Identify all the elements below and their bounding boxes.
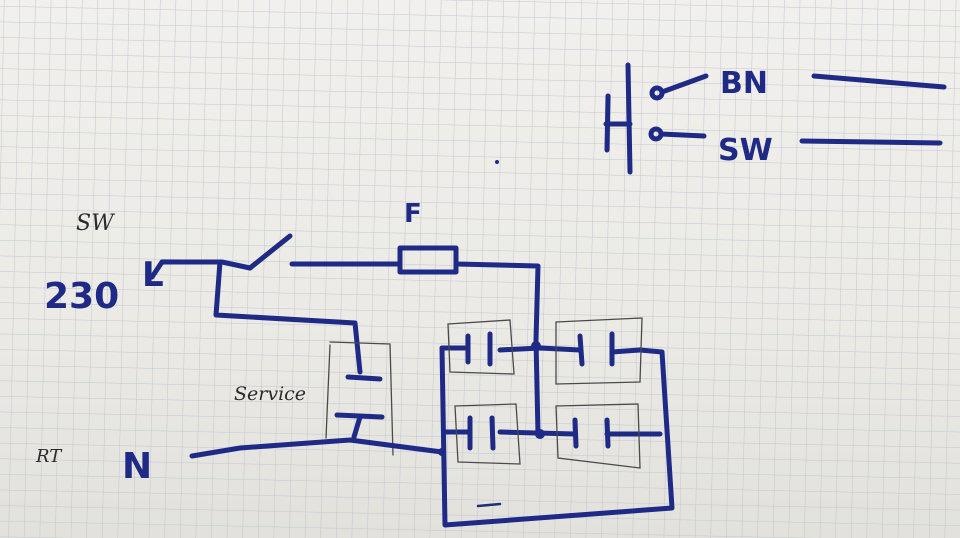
voltage-label: 230 (44, 276, 119, 317)
neutral-label: N (122, 446, 152, 487)
service-label: Service (234, 383, 306, 405)
stray-dot (495, 160, 499, 164)
sw-label: SW (76, 211, 116, 236)
neutral-conductor (189, 437, 445, 459)
fuse-label: F (404, 199, 422, 229)
main-switch (247, 233, 293, 271)
rt-label: RT (35, 446, 63, 467)
heating-element-block (438, 317, 675, 528)
legend-bn-label: BN (720, 66, 768, 101)
fuse-symbol (397, 245, 459, 275)
legend (603, 62, 947, 175)
service-switch (325, 341, 394, 456)
line-conductor (149, 233, 541, 375)
legend-sw-label: SW (718, 133, 773, 168)
